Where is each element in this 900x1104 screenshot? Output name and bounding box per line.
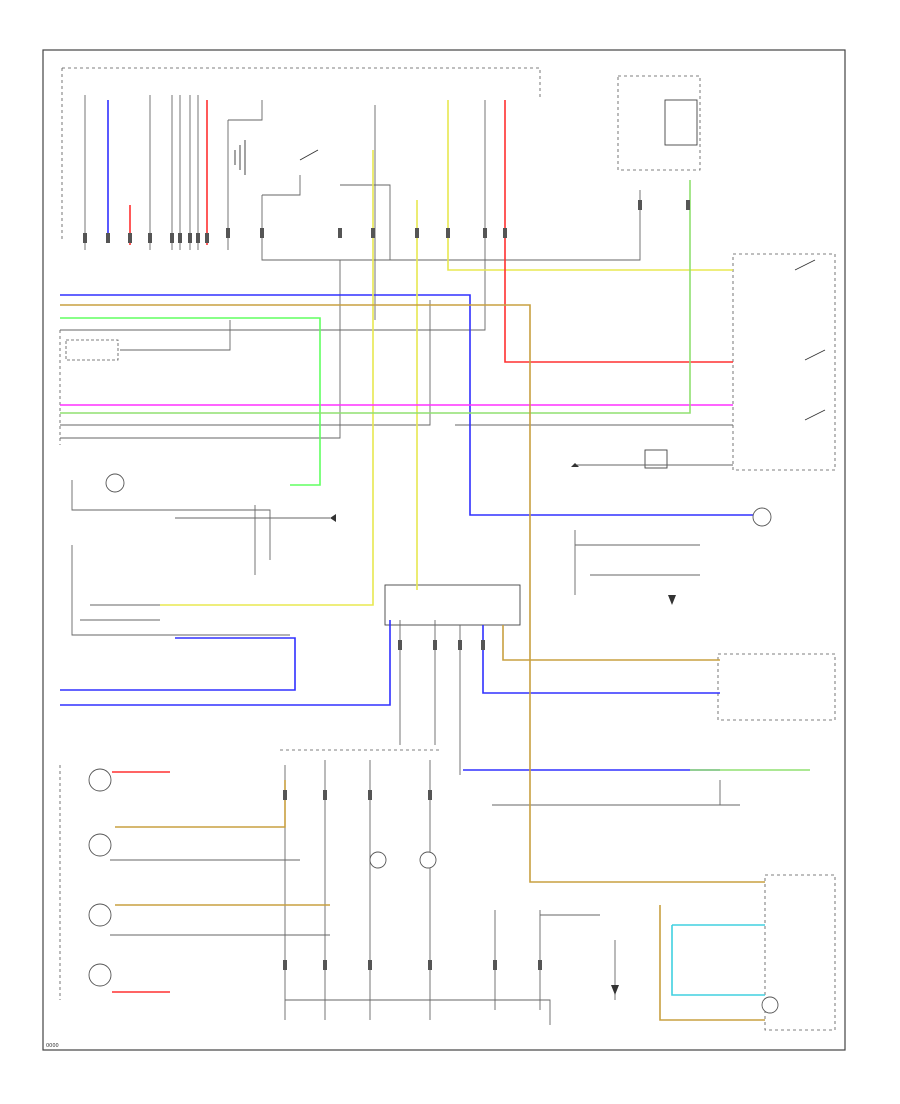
connector-pin [481, 640, 485, 650]
connector-pin [128, 233, 132, 243]
top-right-module [664, 99, 698, 146]
connector-pin [398, 640, 402, 650]
ground-point [330, 514, 336, 522]
ground-point [571, 463, 579, 467]
tan-wire [115, 780, 286, 828]
lamps-group [88, 473, 779, 1014]
connector-pin [686, 200, 690, 210]
connector-pin [483, 228, 487, 238]
yellow-wire [447, 100, 733, 271]
connector-pin [83, 233, 87, 243]
gray-wire [574, 530, 700, 595]
tan-wire [502, 625, 720, 661]
lamp-symbol [88, 833, 112, 857]
gray-wires-group [60, 95, 740, 1025]
connector-pin [205, 233, 209, 243]
gray-wire [340, 105, 391, 320]
gray-wire [492, 780, 740, 806]
lamp-symbol [761, 996, 779, 1014]
control-unit-box [384, 584, 521, 626]
connector-pin [260, 228, 264, 238]
lamp-symbol [105, 473, 125, 493]
connector-pin [503, 228, 507, 238]
lamp-symbol [88, 768, 112, 792]
switch-symbol [804, 349, 826, 361]
lamp-symbol [752, 507, 772, 527]
connector-pin [638, 200, 642, 210]
connector-pin [371, 228, 375, 238]
connector-pin [323, 960, 327, 970]
switches-group [234, 140, 826, 421]
lamp-symbol [419, 851, 437, 869]
lamp-symbol [369, 851, 387, 869]
ground-point [611, 985, 619, 995]
connector-pins-group [83, 200, 690, 970]
red-wire [504, 100, 733, 363]
yellow-wire [160, 150, 374, 606]
connector-pin [428, 960, 432, 970]
right-mid-module [644, 449, 668, 469]
connector-pin [106, 233, 110, 243]
connector-pin [170, 233, 174, 243]
switch-symbol [804, 409, 826, 421]
tan-wire [659, 905, 765, 1021]
gray-wire [285, 999, 551, 1025]
blue-wire [60, 637, 296, 691]
gray-wire [60, 100, 486, 331]
connector-pin [338, 228, 342, 238]
ground-point [668, 595, 676, 605]
right-switch-outline [732, 253, 836, 471]
left-relay-box [65, 339, 119, 361]
lower-right-component-outline [764, 874, 836, 1031]
colored-wires-group [60, 100, 810, 1021]
connector-pin [283, 960, 287, 970]
cyan-wire [671, 924, 765, 996]
page-number: 0000 [46, 1043, 59, 1049]
connector-pin [538, 960, 542, 970]
grounds-group [330, 463, 676, 995]
connector-pin [433, 640, 437, 650]
blue-wire [482, 625, 720, 694]
connector-pin [196, 233, 200, 243]
connector-pin [368, 960, 372, 970]
connector-pin [178, 233, 182, 243]
gray-wire [60, 300, 431, 426]
lamp-symbol [88, 963, 112, 987]
ground-symbol [234, 140, 246, 175]
gray-wire [60, 260, 341, 439]
connector-pin [323, 790, 327, 800]
gray-wire [120, 320, 231, 351]
gray-wire [261, 190, 641, 261]
light-green-wire [60, 180, 691, 414]
switch-symbol [794, 259, 816, 271]
connector-pin [368, 790, 372, 800]
top-right-component-outline [617, 75, 701, 171]
connector-pin [428, 790, 432, 800]
gray-wire [71, 545, 290, 636]
connector-pin [226, 228, 230, 238]
gray-wire [262, 175, 301, 196]
connector-pin [458, 640, 462, 650]
connector-pin [283, 790, 287, 800]
lamp-symbol [88, 903, 112, 927]
connector-pin [493, 960, 497, 970]
diagram-frame [42, 49, 846, 1051]
gray-wire [71, 480, 271, 560]
switch-symbol [299, 149, 319, 161]
connector-pin [415, 228, 419, 238]
connector-pin [446, 228, 450, 238]
tan-wire [60, 304, 765, 883]
top-connector-outline [61, 67, 541, 240]
blue-wire [60, 620, 391, 706]
connector-pin [188, 233, 192, 243]
connector-pin [148, 233, 152, 243]
green-wire [60, 317, 321, 486]
right-lower-connector-outline [717, 653, 836, 721]
